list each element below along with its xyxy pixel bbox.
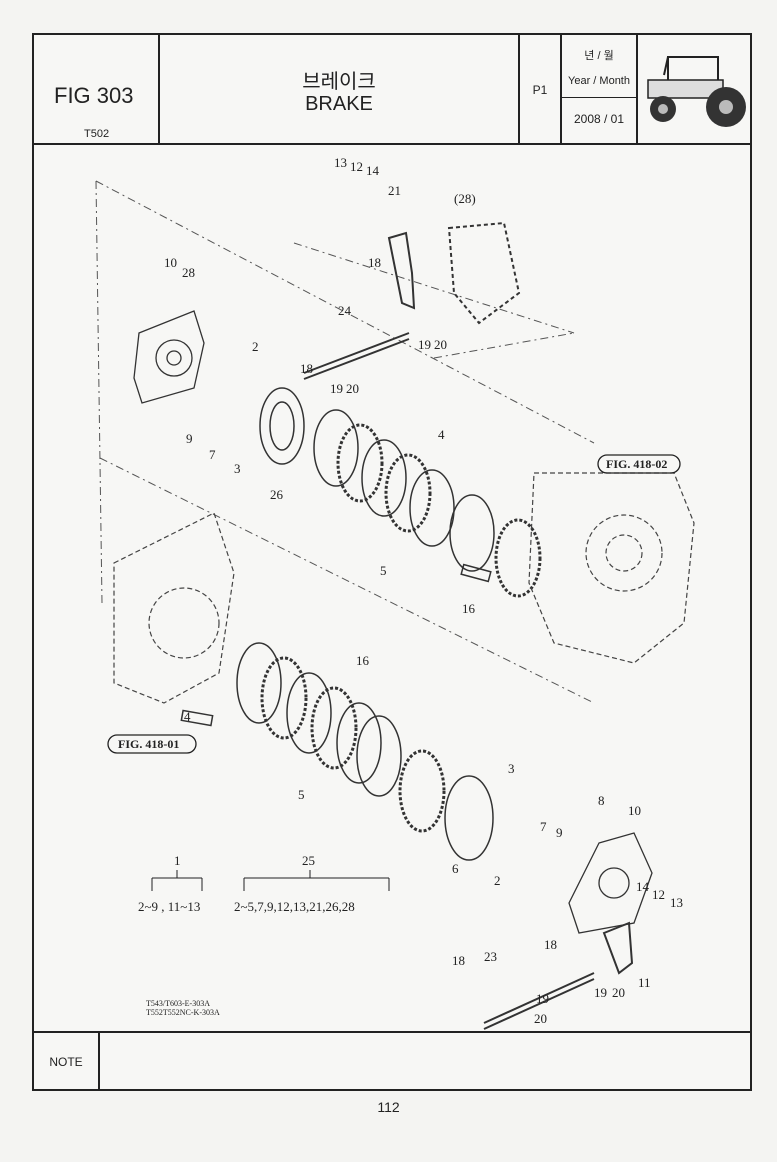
callout: 12 [350,159,363,174]
set-25-number: 25 [302,853,315,868]
callout: 18 [368,255,381,270]
fig-ref-418-01: FIG. 418-01 [118,737,179,751]
callout: 6 [452,861,459,876]
assembly-sets [151,870,390,891]
title-block: FIG 303 T502 브레이크 BRAKE P1 년 / 월 Year / … [34,35,750,145]
tractor-icon [647,56,746,127]
set-25-contents: 2~5,7,9,12,13,21,26,28 [234,899,355,914]
callout: 9 [186,431,193,446]
callout: 4 [438,427,445,442]
callout: 11 [638,975,651,990]
callout: 8 [598,793,605,808]
exploded-brake-diagram: 13 12 14 21 (28) 10 28 18 24 19 20 18 19… [95,155,695,1030]
callout: 24 [338,303,352,318]
linkage-upper [303,221,521,380]
callout: 3 [508,761,515,776]
left-housing [113,512,235,704]
callout: 7 [540,819,547,834]
callout: 13 [670,895,683,910]
callout: 5 [380,563,387,578]
callout: 12 [652,887,665,902]
callout: 26 [270,487,284,502]
figure-number: FIG 303 [54,83,134,108]
part-callouts: 13 12 14 21 (28) 10 28 18 24 19 20 18 19… [164,155,683,1026]
callout: 14 [636,879,650,894]
callout: 20 [434,337,447,352]
issue-date: 2008 / 01 [573,112,625,126]
title-english: BRAKE [305,93,373,115]
model-code: T502 [84,128,110,140]
linkage-lower [483,921,634,1030]
title-cell: 브레이크 BRAKE [160,35,520,143]
callout: (28) [454,191,476,206]
set-1-contents: 2~9 , 11~13 [138,899,200,914]
callout: 4 [184,709,191,724]
callout: 5 [298,787,305,802]
set-1-number: 1 [174,853,181,868]
year-month-english: Year / Month [568,75,630,87]
callout: 13 [334,155,347,170]
page-number: 112 [377,1099,400,1115]
parts-sheet: FIG 303 T502 브레이크 BRAKE P1 년 / 월 Year / … [32,33,752,1091]
note-row: NOTE [34,1031,750,1091]
callout: 23 [484,949,497,964]
callout: 14 [366,163,380,178]
callout: 18 [544,937,557,952]
callout: 16 [356,653,370,668]
callout: 28 [182,265,195,280]
drawing-code-2: T552T552NC-K-303A [146,1008,220,1017]
callout: 19 [594,985,607,1000]
callout: 16 [462,601,476,616]
callout: 3 [234,461,241,476]
page-cell: P1 [520,35,562,143]
callout: 20 [612,985,625,1000]
note-label: NOTE [34,1033,100,1091]
callout: 2 [494,873,501,888]
brake-cover-upper [133,310,205,404]
discs-lower [180,642,494,861]
callout: 7 [209,447,216,462]
callout: 9 [556,825,563,840]
date-cell: 년 / 월 Year / Month 2008 / 01 [562,35,638,143]
callout: 10 [164,255,177,270]
callout: 21 [388,183,401,198]
tractor-cell [638,35,750,143]
fig-ref-418-02: FIG. 418-02 [606,457,667,471]
drawing-code-1: T543/T603-E-303A [146,999,210,1008]
callout: 18 [300,361,313,376]
title-korean: 브레이크 [302,71,376,93]
year-month-korean: 년 / 월 [584,50,614,62]
callout: 20 [346,381,359,396]
callout: 20 [534,1011,547,1026]
axle-housing [528,472,695,664]
brake-cover-lower [568,832,653,934]
callout: 18 [452,953,465,968]
callout: 19 [418,337,431,352]
callout: 2 [252,339,259,354]
callout: 19 [330,381,343,396]
date-divider [562,97,636,98]
discs-upper [259,387,542,598]
sheet-page: P1 [532,83,548,97]
figure-cell: FIG 303 T502 [34,35,160,143]
callout: 10 [628,803,641,818]
figure-references: FIG. 418-02 FIG. 418-01 [107,454,681,754]
callout: 19 [536,991,549,1006]
